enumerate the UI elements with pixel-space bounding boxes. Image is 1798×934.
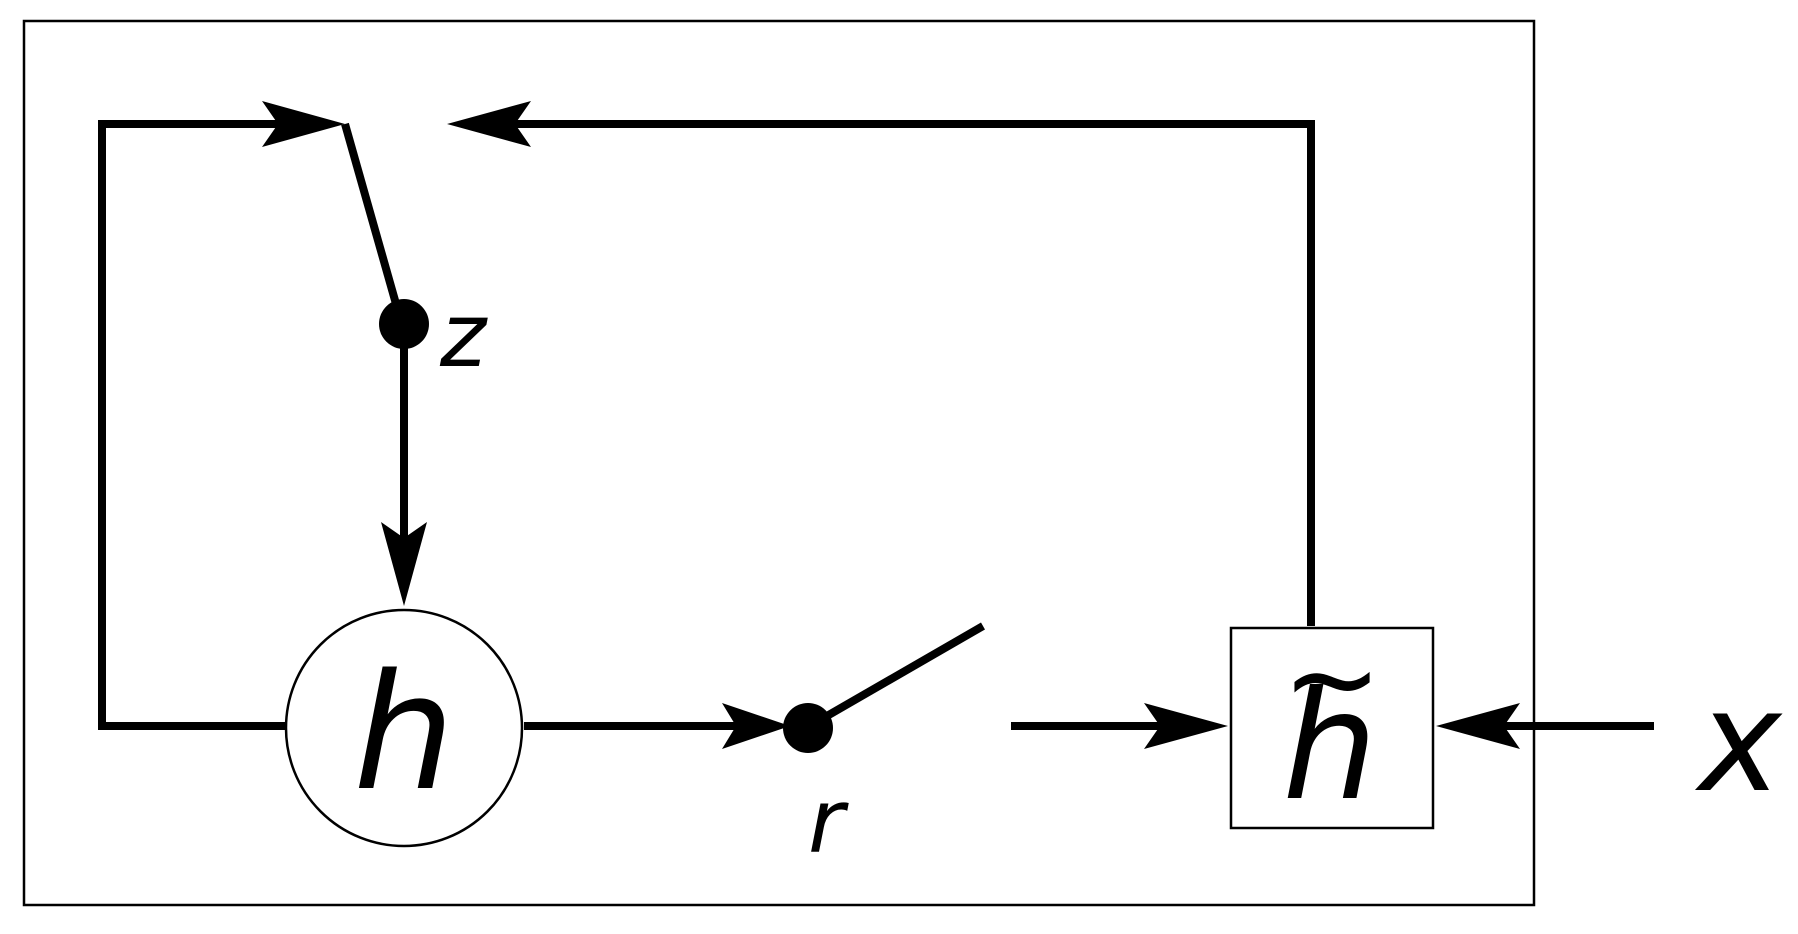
update-gate-pivot: [379, 299, 429, 349]
hidden-state-label: h: [353, 639, 454, 826]
reset-gate-switch-arm: [818, 622, 985, 724]
hidden-to-reset-arrowhead: [722, 703, 790, 749]
candidate-state-accent: ~: [1282, 610, 1383, 749]
outer-frame: [22, 19, 1536, 907]
hidden-feedback-path: [98, 120, 300, 730]
candidate-feedback-arrowhead: [447, 101, 531, 147]
reset-to-candidate-arrowhead: [1144, 703, 1228, 749]
update-gate-label: z: [439, 284, 488, 387]
candidate-feedback-path: [490, 120, 1315, 626]
input-label: x: [1695, 661, 1784, 824]
update-gate-switch-arm: [341, 122, 404, 320]
hidden-state-node: [284, 608, 524, 848]
input-arrowhead: [1436, 703, 1520, 749]
reset-gate-pivot: [783, 703, 833, 753]
update-gate-arrowhead: [381, 522, 427, 606]
candidate-state-label: h: [1282, 660, 1377, 834]
reset-gate-label: r: [808, 770, 849, 873]
hidden-feedback-arrowhead: [262, 101, 345, 147]
candidate-state-node: [1229, 626, 1435, 830]
